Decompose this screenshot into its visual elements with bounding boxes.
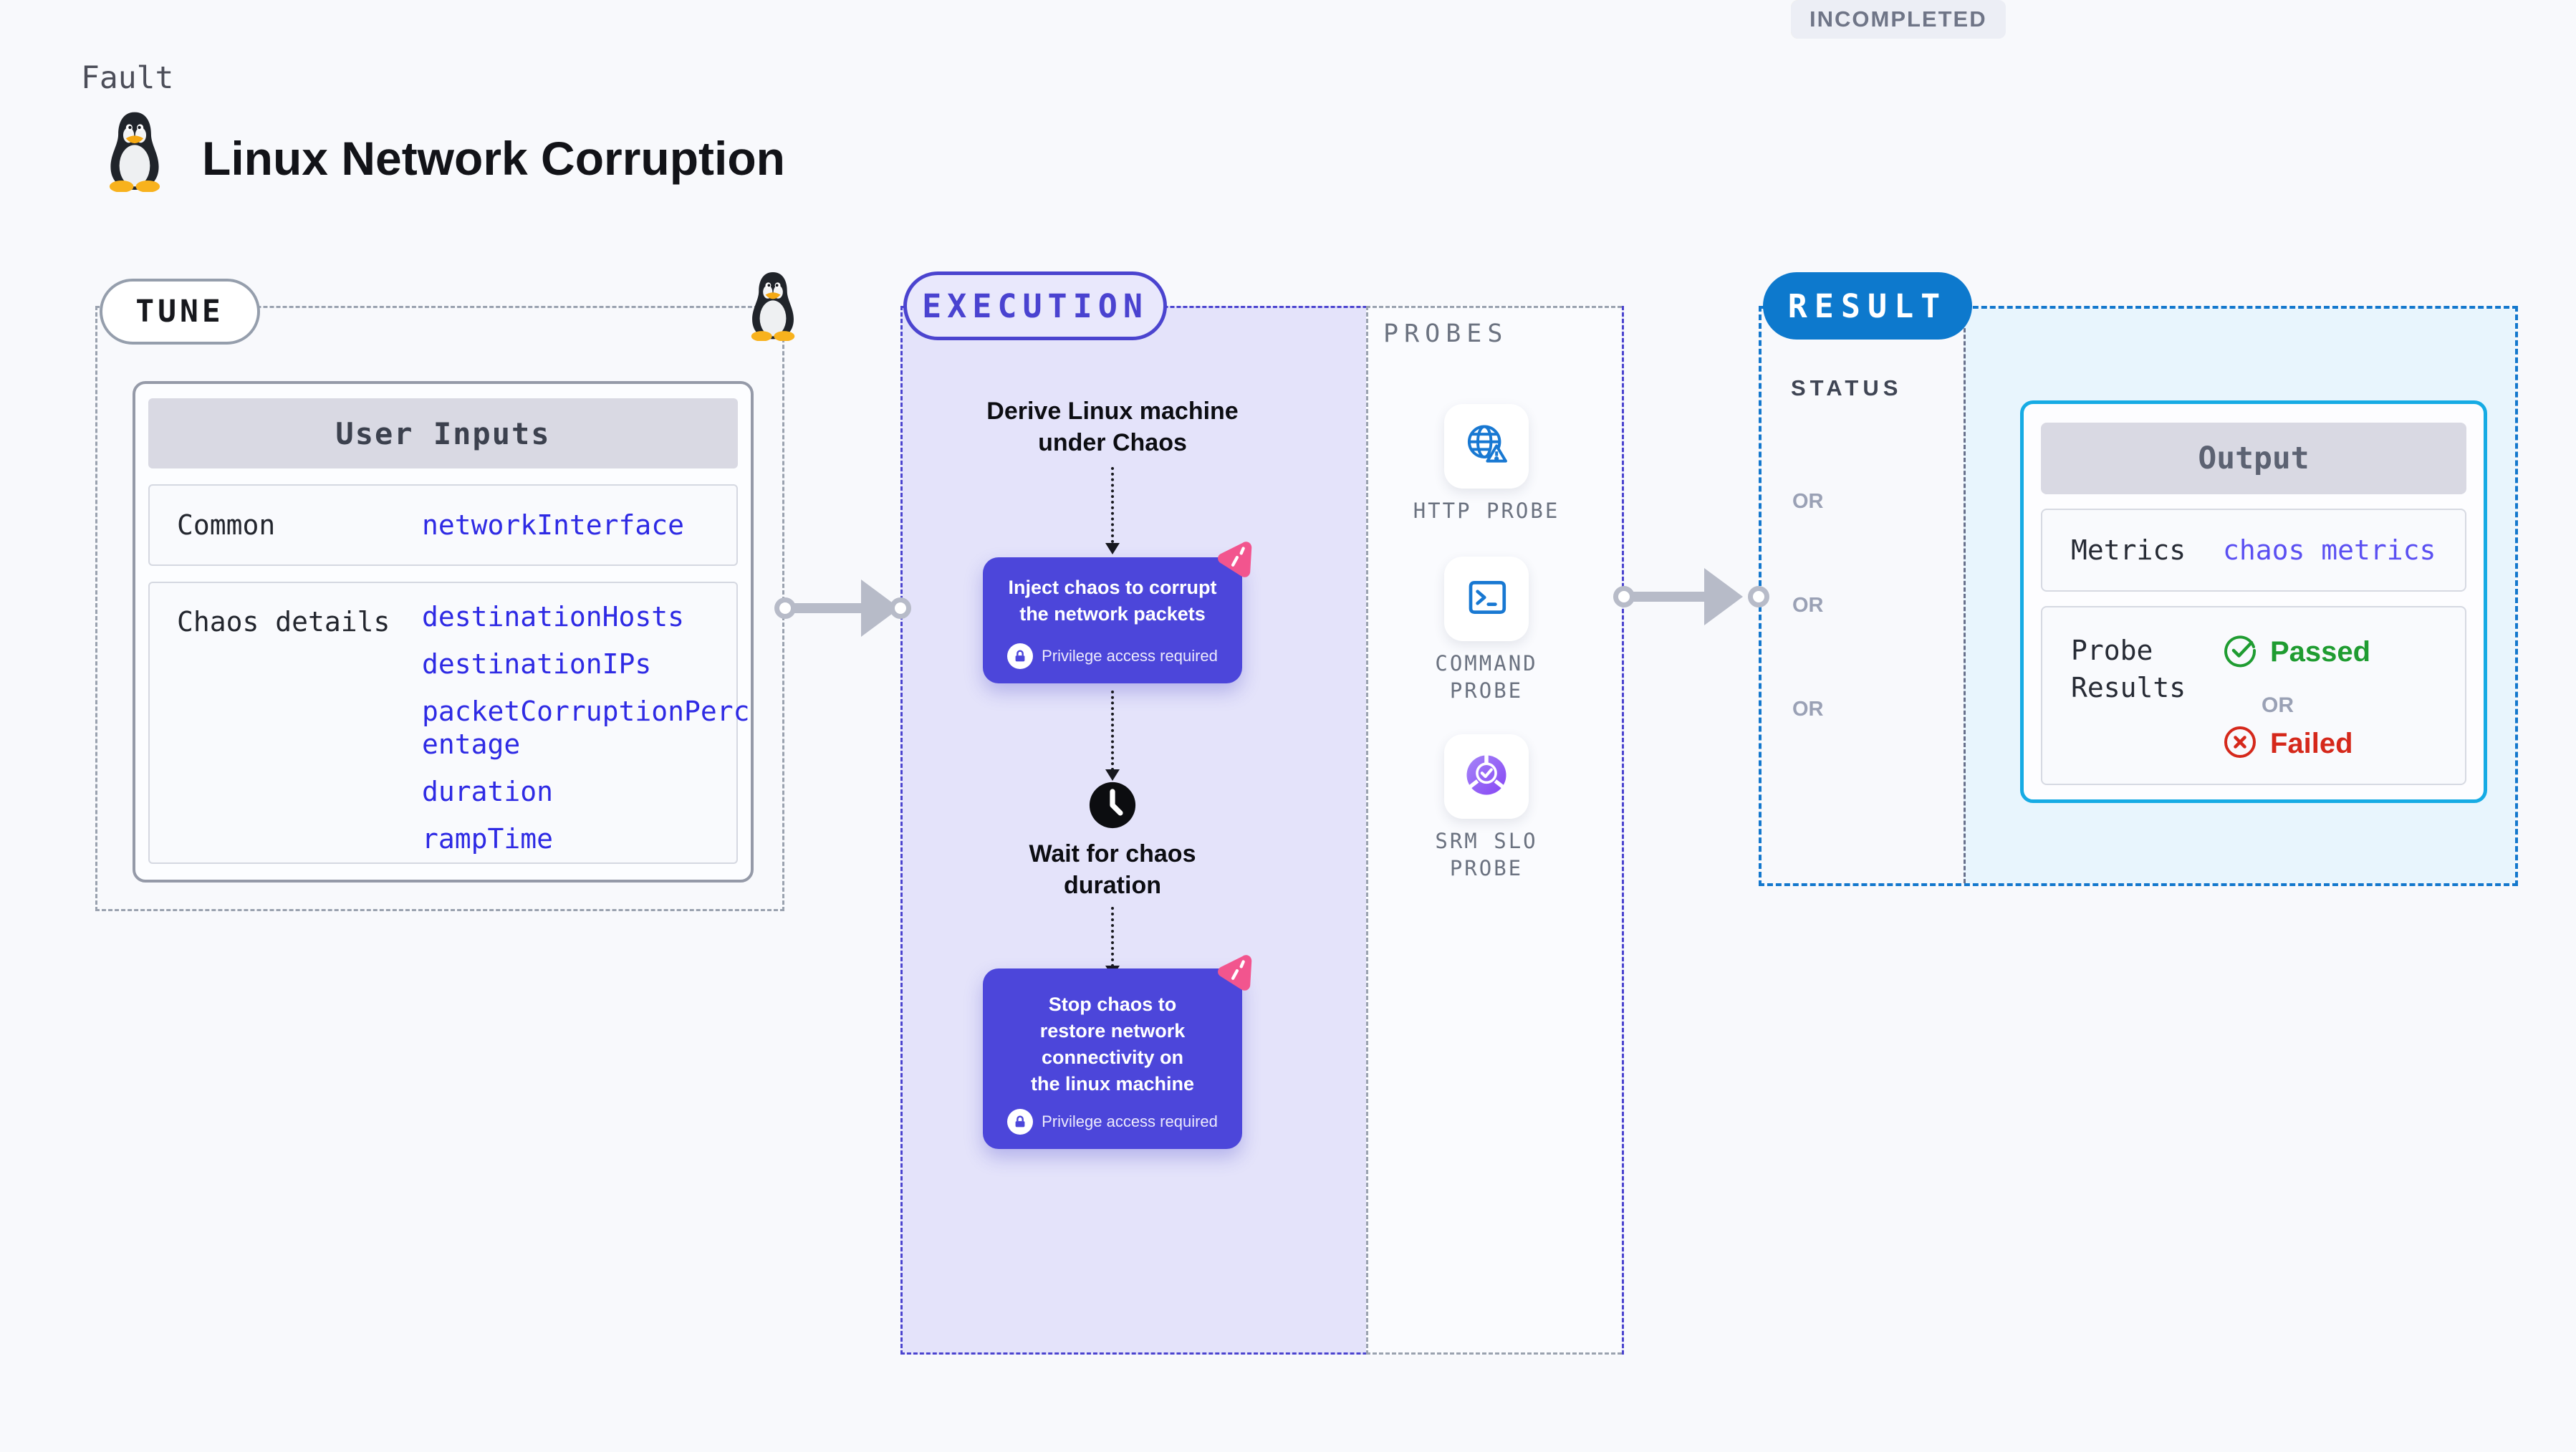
- or-label: OR: [1792, 594, 1824, 617]
- status-badge-incompleted: INCOMPLETED: [1791, 0, 2006, 39]
- tux-penguin-icon: [99, 109, 170, 193]
- chaos-spark-icon: [1215, 539, 1256, 581]
- connector-node: [1748, 586, 1769, 607]
- row-value: rampTime: [422, 823, 554, 855]
- lock-icon: [1007, 643, 1034, 669]
- execution-badge: EXECUTION: [903, 271, 1167, 340]
- probe-card: [1444, 404, 1529, 489]
- connector-node: [1613, 586, 1635, 607]
- row-value: duration: [422, 776, 554, 807]
- user-inputs-title: User Inputs: [148, 398, 738, 468]
- step-derive: Derive Linux machine under Chaos: [986, 398, 1239, 456]
- probe-results-label: Probe Results: [2071, 635, 2186, 703]
- probe-label: COMMAND PROBE: [1435, 651, 1538, 703]
- output-title: Output: [2041, 423, 2466, 494]
- flow-connector: [1111, 691, 1114, 771]
- privilege-note: Privilege access required: [983, 1109, 1242, 1135]
- privilege-note: Privilege access required: [983, 643, 1242, 669]
- step-stop-node: Stop chaos to restore network connectivi…: [983, 968, 1242, 1149]
- privilege-note-text: Privilege access required: [1042, 647, 1218, 665]
- output-card: Output Metrics chaos metrics Probe Resul…: [2020, 400, 2487, 803]
- probe-card: [1444, 734, 1529, 819]
- passed-label: Passed: [2270, 635, 2371, 668]
- row-value: destinationHosts: [422, 601, 685, 633]
- flow-connector: [1111, 907, 1114, 967]
- clock-icon: [1087, 780, 1138, 830]
- slo-donut-check-icon: [1463, 751, 1510, 802]
- probes-title: PROBES: [1383, 319, 1509, 348]
- failed-label: Failed: [2270, 727, 2353, 759]
- table-row: Chaos details destinationHosts destinati…: [148, 582, 750, 864]
- connector-node: [890, 597, 911, 619]
- row-value: destinationIPs: [422, 648, 652, 680]
- row-label: Chaos details: [177, 606, 390, 638]
- arrow-line: [1630, 592, 1714, 602]
- lock-icon: [1007, 1109, 1034, 1135]
- flow-connector: [1111, 467, 1114, 543]
- fault-kicker: Fault: [81, 60, 174, 96]
- terminal-icon: [1463, 574, 1510, 624]
- connector-node: [774, 597, 796, 619]
- step-inject-node: Inject chaos to corrupt the network pack…: [983, 557, 1242, 683]
- step-stop-text: Stop chaos to restore network connectivi…: [1030, 994, 1195, 1095]
- tux-penguin-icon: [742, 269, 804, 342]
- probe-card: [1444, 557, 1529, 641]
- failed-result: Failed: [2223, 725, 2353, 762]
- or-label: OR: [1792, 698, 1824, 721]
- passed-result: Passed: [2223, 633, 2370, 670]
- user-inputs-card: User Inputs Common networkInterface Chao…: [133, 381, 754, 883]
- x-circle-icon: [2223, 725, 2257, 762]
- probe-label: HTTP PROBE: [1413, 499, 1560, 523]
- or-label: OR: [2262, 693, 2294, 717]
- check-circle-icon: [2223, 633, 2257, 670]
- probe-results-row: Probe Results Passed OR F: [2041, 606, 2466, 785]
- metrics-label: Metrics: [2071, 534, 2186, 566]
- row-label: Common: [177, 509, 276, 541]
- row-value-list: destinationHosts destinationIPs packetCo…: [422, 600, 753, 870]
- table-row: Common networkInterface: [148, 484, 738, 566]
- globe-alert-icon: [1462, 420, 1511, 472]
- or-label: OR: [1792, 490, 1824, 513]
- row-value: networkInterface: [422, 509, 685, 541]
- metrics-value: chaos metrics: [2223, 534, 2436, 566]
- metrics-row: Metrics chaos metrics: [2041, 509, 2466, 592]
- page-title: Linux Network Corruption: [202, 132, 785, 185]
- arrow-right-icon: [1704, 568, 1743, 625]
- step-wait: Wait for chaos duration: [1029, 840, 1196, 899]
- row-value: packetCorruptionPercentage: [422, 696, 750, 760]
- arrow-line: [791, 603, 870, 613]
- arrow-down-icon: [1105, 769, 1120, 781]
- result-badge: RESULT: [1763, 272, 1972, 340]
- step-inject-text: Inject chaos to corrupt the network pack…: [1008, 577, 1217, 625]
- privilege-note-text: Privilege access required: [1042, 1112, 1218, 1130]
- arrow-down-icon: [1105, 543, 1120, 554]
- status-title: STATUS: [1791, 375, 1903, 400]
- chaos-spark-icon: [1215, 953, 1256, 994]
- tune-badge: TUNE: [100, 279, 260, 345]
- probe-label: SRM SLO PROBE: [1435, 829, 1538, 880]
